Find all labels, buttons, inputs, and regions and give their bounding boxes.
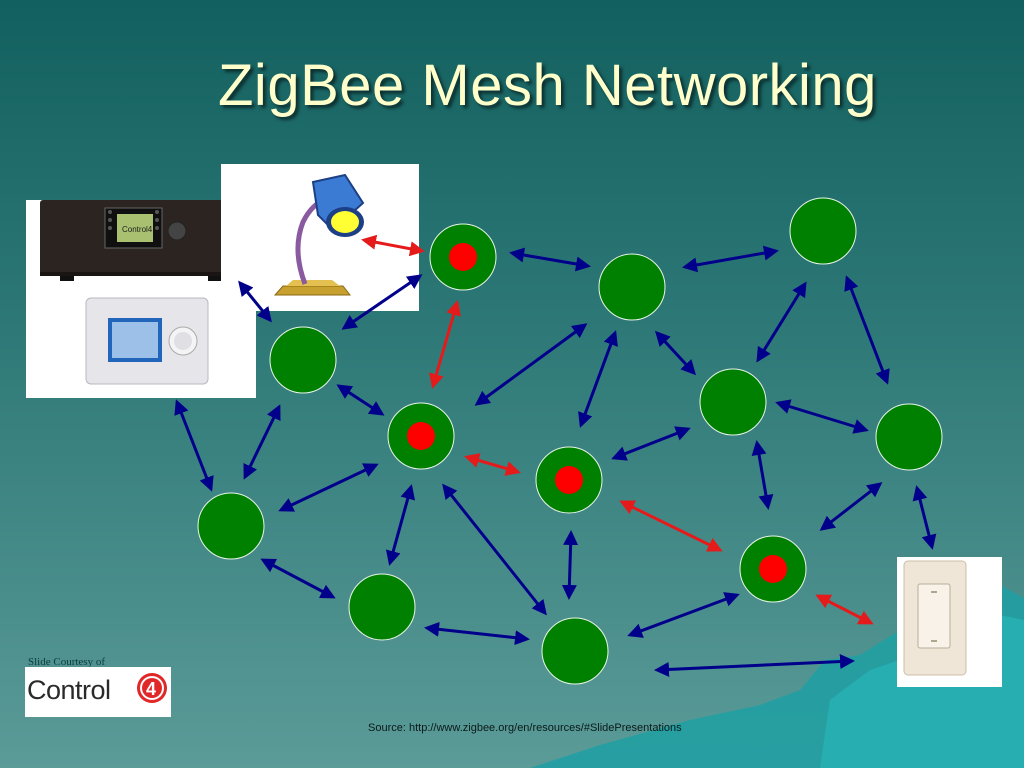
mesh-link [474,323,588,406]
mesh-link [385,484,416,566]
mesh-link [238,280,272,323]
mesh-link [627,592,740,638]
lamp-device-image [221,164,419,311]
device-link [361,234,425,257]
mesh-node [789,197,857,265]
mesh-node [699,368,767,436]
mesh-link [424,621,530,646]
logo-text: Control [27,675,111,705]
mesh-link [654,330,697,376]
mesh-link [243,404,281,480]
router-dot-icon [759,555,787,583]
mesh-link [578,330,618,428]
logo-badge-icon: 4 [137,673,167,703]
mesh-link [278,463,379,512]
page-title: ZigBee Mesh Networking [218,53,877,118]
logo-badge-text: 4 [146,679,156,699]
router-node [739,535,807,603]
router-node [429,223,497,291]
mesh-link [561,530,579,600]
mesh-link [442,483,547,616]
mesh-link [174,399,214,492]
device-links [361,234,874,625]
mesh-link [912,485,937,550]
mesh-link [819,482,883,531]
mesh-node [197,492,265,560]
wall-switch-image [897,557,1002,687]
mesh-node [875,403,943,471]
device-link [464,453,521,476]
mesh-node [598,253,666,321]
mesh-links [174,245,937,677]
mesh-node [348,573,416,641]
mesh-link [509,247,591,272]
mesh-link [611,426,691,461]
device-link [619,500,723,552]
router-node [535,446,603,514]
mesh-link [654,654,855,677]
slide-courtesy-label: Slide Courtesy of [28,656,105,668]
device-link [429,300,461,389]
receiver-brand-label: Control4 [122,225,153,234]
control4-logo: Control 4 [25,667,171,717]
mesh-link [775,399,869,434]
mesh-link [844,275,890,385]
mesh-link [751,440,774,510]
source-citation: Source: http://www.zigbee.org/en/resourc… [368,722,682,734]
router-dot-icon [407,422,435,450]
router-dot-icon [555,466,583,494]
mesh-node [541,617,609,685]
mesh-nodes [197,197,943,685]
mesh-link [341,274,423,330]
router-node [387,402,455,470]
device-link [815,594,874,625]
mesh-link [260,558,336,599]
router-dot-icon [449,243,477,271]
mesh-link [682,245,779,273]
mesh-link [336,384,385,416]
receiver-device-image: Control4 [26,200,256,398]
mesh-link [756,281,807,363]
mesh-node [269,326,337,394]
